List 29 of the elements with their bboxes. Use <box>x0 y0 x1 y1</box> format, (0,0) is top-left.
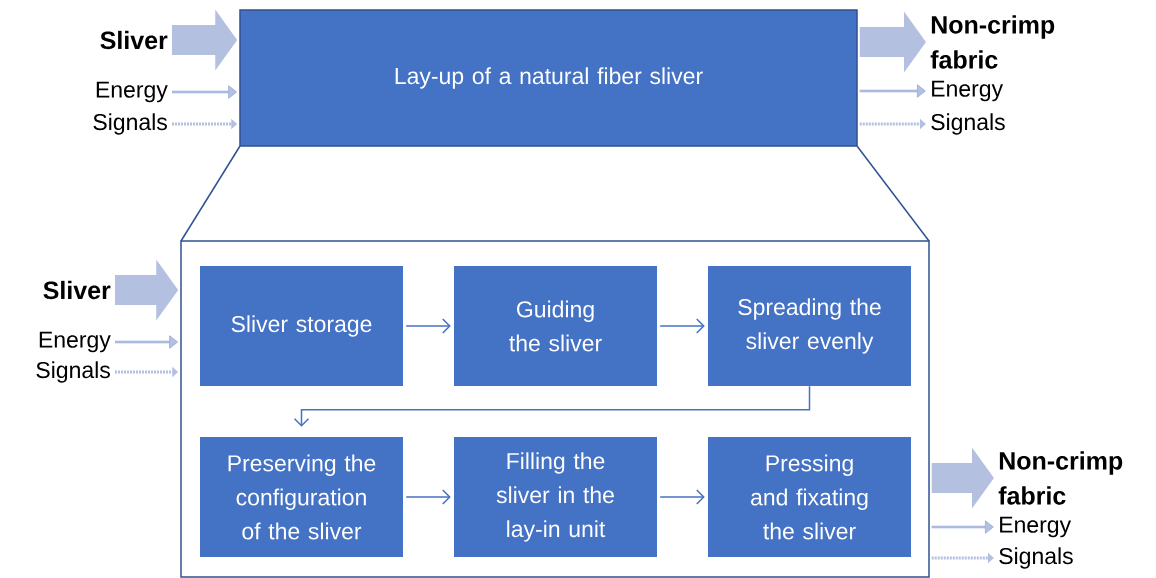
arrow <box>659 489 705 505</box>
flow-label: Signals <box>93 113 167 135</box>
flow-label: Sliver <box>43 280 111 300</box>
flow-label: Energy <box>96 81 168 103</box>
process-box: Preserving the configuration of the sliver <box>200 437 403 557</box>
flow-label: Energy <box>1000 516 1072 538</box>
flow-label: Energy <box>932 80 1004 102</box>
arrow <box>405 489 451 505</box>
flow-label: Non-crimp fabric <box>998 451 1123 505</box>
process-box: Guiding the sliver <box>454 266 657 386</box>
detail-frame <box>180 240 930 578</box>
arrow <box>114 335 178 349</box>
flow-label: Energy <box>39 331 111 353</box>
process-box: Filling the sliver in the lay-in unit <box>454 437 657 557</box>
flow-label: Signals <box>36 361 110 383</box>
arrow <box>171 85 237 99</box>
flow-label: Non-crimp fabric <box>930 15 1055 69</box>
flow-label: Signals <box>999 547 1073 569</box>
flow-label: Signals <box>931 113 1005 135</box>
arrow <box>293 385 811 427</box>
arrow <box>659 318 705 334</box>
arrow <box>405 318 451 334</box>
process-box: Spreading the sliver evenly <box>708 266 911 386</box>
process-box: Sliver storage <box>200 266 403 386</box>
process-box: Pressing and fixating the sliver <box>708 437 911 557</box>
arrow <box>931 520 994 534</box>
process-box: Lay-up of a natural fiber sliver <box>239 9 858 147</box>
flow-label: Sliver <box>100 30 168 50</box>
arrow <box>859 84 926 98</box>
